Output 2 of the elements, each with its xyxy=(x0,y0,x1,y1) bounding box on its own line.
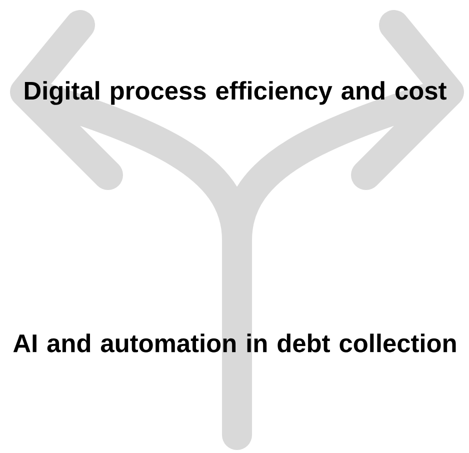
heading-text: Digital process efficiency and cost xyxy=(24,81,446,105)
heading-text: AI and automation in debt collection xyxy=(13,334,456,352)
